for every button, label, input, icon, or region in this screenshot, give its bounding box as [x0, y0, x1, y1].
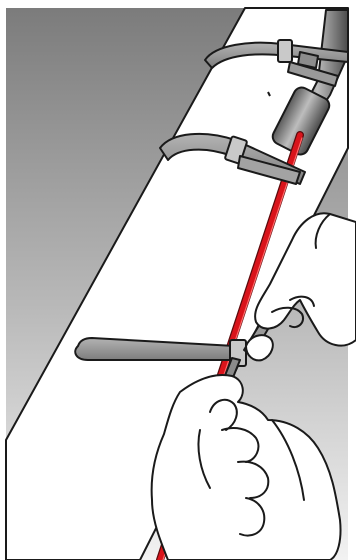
pipe-heating-cable-installation-illustration	[0, 0, 356, 560]
